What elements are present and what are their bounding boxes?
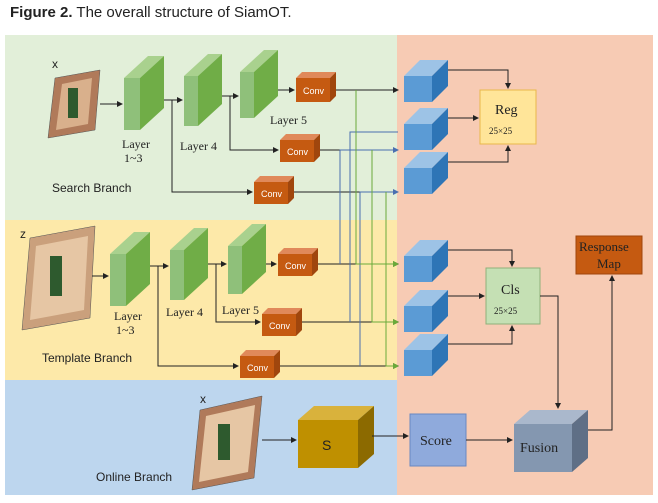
svg-text:Conv: Conv: [269, 321, 291, 331]
response-line-2: Map: [597, 256, 621, 271]
cls-cube-2: [404, 290, 448, 332]
search-conv-l5: Conv: [296, 72, 336, 102]
template-layer-1-3-label-bottom: 1~3: [116, 323, 135, 337]
template-layer-1-3: [110, 232, 150, 306]
search-layer-4: [184, 54, 222, 126]
svg-text:Conv: Conv: [261, 189, 283, 199]
search-input-image: [47, 69, 101, 139]
template-conv-l4: Conv: [262, 308, 302, 336]
fusion-label: Fusion: [520, 441, 558, 456]
response-map-box: Response Map: [575, 235, 643, 275]
search-branch-label: Search Branch: [52, 181, 131, 195]
template-layer-4-label: Layer 4: [166, 305, 203, 319]
cls-cube-1: [404, 240, 448, 282]
search-input-label: x: [52, 57, 58, 71]
template-conv-l3: Conv: [240, 350, 280, 378]
reg-cube-3: [404, 152, 448, 194]
search-layer-1-3-label-bottom: 1~3: [124, 151, 143, 165]
svg-text:Conv: Conv: [287, 147, 309, 157]
svg-text:Conv: Conv: [303, 86, 325, 96]
online-input-image: [191, 395, 263, 491]
search-conv-l3: Conv: [254, 176, 294, 204]
template-conv-l5: Conv: [278, 248, 318, 276]
caption-label: Figure 2.: [10, 4, 73, 21]
score-label: Score: [420, 434, 452, 449]
search-layer-1-3: [124, 56, 164, 130]
online-input-label: x: [200, 392, 206, 406]
fusion-block: Fusion: [514, 410, 588, 472]
search-layer-1-3-label-top: Layer: [122, 137, 150, 151]
online-branch-label: Online Branch: [96, 470, 172, 484]
score-box: Score: [409, 413, 467, 467]
reg-cube-2: [404, 108, 448, 150]
search-layer-5: [240, 50, 278, 118]
cls-box: Cls 25×25: [485, 267, 541, 325]
reg-cube-1: [404, 60, 448, 102]
template-layer-4: [170, 228, 208, 300]
s-label: S: [322, 437, 331, 453]
template-layer-1-3-label-top: Layer: [114, 309, 142, 323]
template-input-label: z: [20, 227, 26, 241]
svg-text:Conv: Conv: [285, 261, 307, 271]
template-input-image: [21, 225, 96, 331]
search-conv-l4: Conv: [280, 134, 320, 162]
template-layer-5: [228, 224, 266, 294]
search-layer-4-label: Layer 4: [180, 139, 217, 153]
template-layer-5-label: Layer 5: [222, 303, 259, 317]
s-block: S: [298, 406, 374, 468]
cls-cube-3: [404, 334, 448, 376]
reg-size: 25×25: [489, 126, 513, 136]
reg-title: Reg: [495, 103, 518, 118]
template-branch-label: Template Branch: [42, 351, 132, 365]
reg-box: Reg 25×25: [479, 89, 537, 145]
caption-text: The overall structure of SiamOT.: [72, 4, 292, 21]
cls-size: 25×25: [494, 306, 518, 316]
figure-caption: Figure 2. The overall structure of SiamO…: [10, 4, 292, 21]
response-line-1: Response: [579, 239, 629, 254]
search-layer-5-label: Layer 5: [270, 113, 307, 127]
cls-title: Cls: [501, 283, 520, 298]
svg-text:Conv: Conv: [247, 363, 269, 373]
